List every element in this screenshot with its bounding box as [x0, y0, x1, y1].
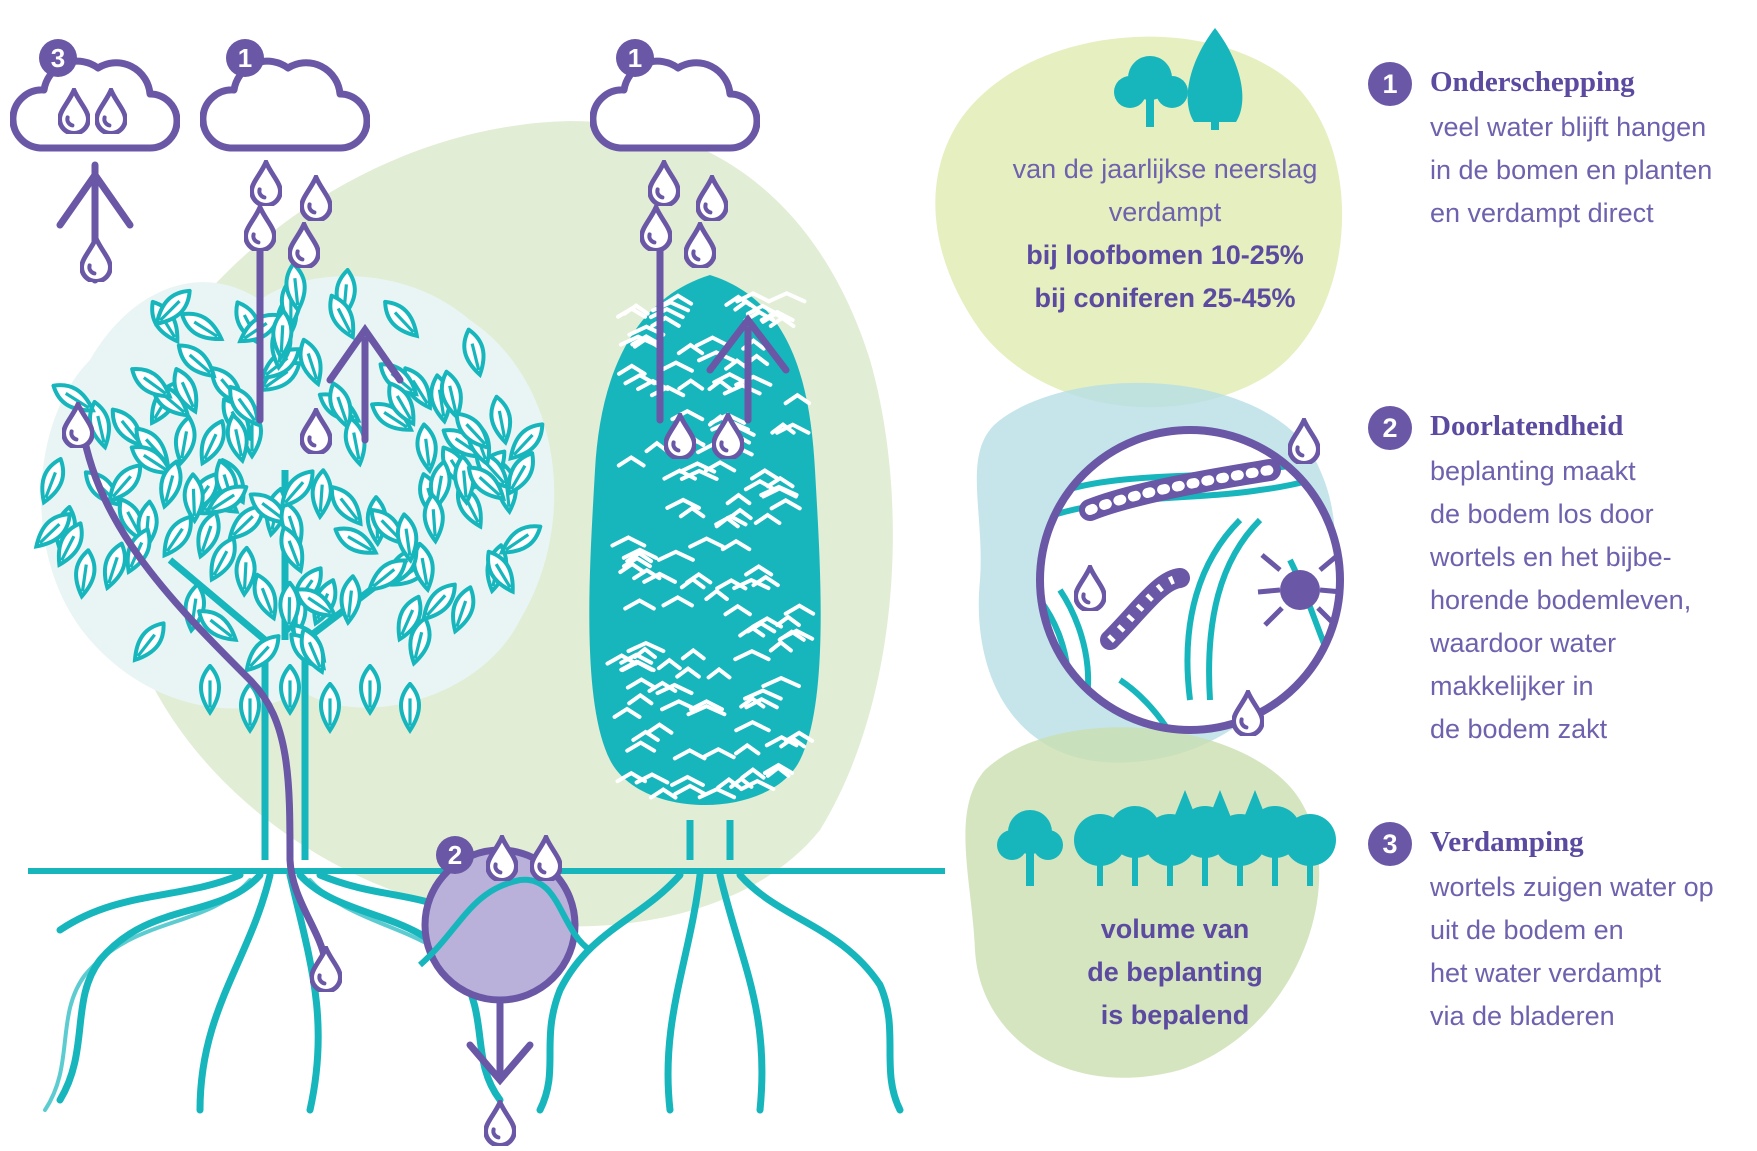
badge-soil: 2: [436, 836, 474, 874]
legend-3-line-2: uit de bodem en: [1430, 909, 1714, 952]
legend-2-line-6: makkelijker in: [1430, 665, 1691, 708]
legend-description-1: veel water blijft hangen in de bomen en …: [1430, 106, 1712, 235]
legend-2-line-5: waardoor water: [1430, 622, 1691, 665]
legend-description-2: beplanting maakt de bodem los door worte…: [1430, 450, 1691, 751]
svg-text:1: 1: [628, 43, 642, 73]
interception-note: van de jaarlijkse neerslag verdampt bij …: [1000, 148, 1330, 320]
svg-text:2: 2: [448, 840, 462, 870]
legend-1-line-2: in de bomen en planten: [1430, 149, 1712, 192]
legend-number-1: 1: [1368, 62, 1412, 106]
badge-cloud-left: 3: [39, 39, 77, 77]
legend-3-line-1: wortels zuigen water op: [1430, 866, 1714, 909]
svg-text:3: 3: [51, 43, 65, 73]
badge-cloud-mid: 1: [226, 39, 264, 77]
badge-cloud-right: 1: [616, 39, 654, 77]
interception-deciduous: bij loofbomen 10-25%: [1000, 234, 1330, 277]
cloud-left-icon: [13, 61, 177, 148]
legend-title-3: Verdamping: [1430, 826, 1584, 859]
legend-description-3: wortels zuigen water op uit de bodem en …: [1430, 866, 1714, 1038]
legend-2-line-2: de bodem los door: [1430, 493, 1691, 536]
cloud-mid-icon: [203, 61, 367, 148]
legend-2-line-1: beplanting maakt: [1430, 450, 1691, 493]
legend-number-3: 3: [1368, 822, 1412, 866]
legend-2-line-7: de bodem zakt: [1430, 708, 1691, 751]
legend-3-line-3: het water verdampt: [1430, 952, 1714, 995]
legend-number-2: 2: [1368, 406, 1412, 450]
volume-line-1: volume van: [1030, 908, 1320, 951]
legend-1-line-3: en verdampt direct: [1430, 192, 1712, 235]
legend-3-line-4: via de bladeren: [1430, 995, 1714, 1038]
volume-note: volume van de beplanting is bepalend: [1030, 908, 1320, 1037]
legend-2-line-4: horende bodemleven,: [1430, 579, 1691, 622]
cloud-right-icon: [593, 61, 757, 148]
volume-line-2: de beplanting: [1030, 951, 1320, 994]
interception-line-2: verdampt: [1000, 191, 1330, 234]
interception-conifer: bij coniferen 25-45%: [1000, 277, 1330, 320]
svg-text:1: 1: [238, 43, 252, 73]
volume-line-3: is bepalend: [1030, 994, 1320, 1037]
interception-line-1: van de jaarlijkse neerslag: [1000, 148, 1330, 191]
legend-title-2: Doorlatendheid: [1430, 410, 1623, 443]
legend-1-line-1: veel water blijft hangen: [1430, 106, 1712, 149]
legend-title-1: Onderschepping: [1430, 66, 1635, 99]
legend-2-line-3: wortels en het bijbe-: [1430, 536, 1691, 579]
soil-circle: [420, 850, 590, 1080]
